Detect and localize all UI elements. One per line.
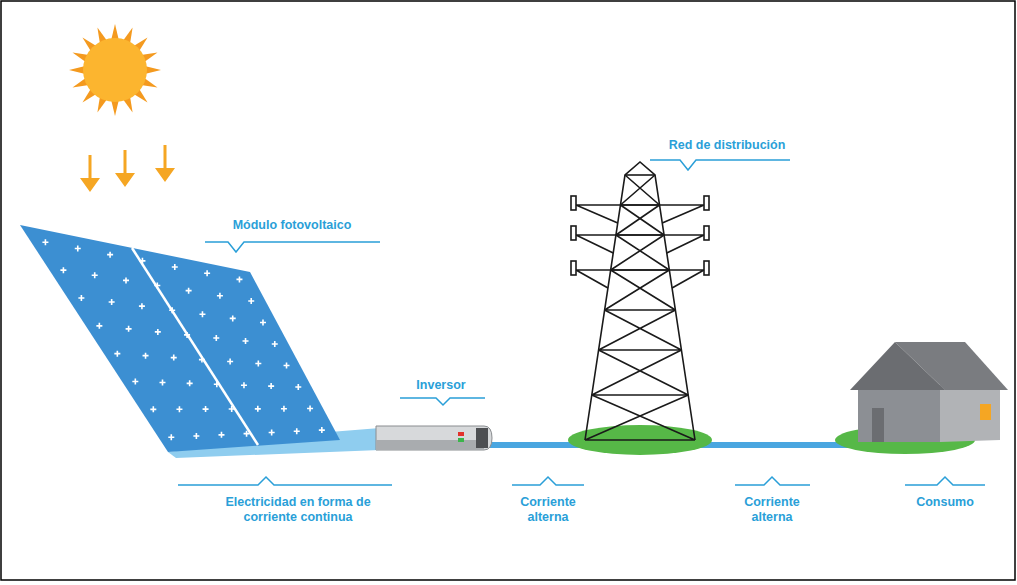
- callout-label: Electricidad en forma de corriente conti…: [206, 495, 391, 525]
- sun: [69, 24, 161, 116]
- callout-label: Corriente alterna: [508, 495, 588, 525]
- ac-cable: [690, 442, 850, 448]
- callout-label: Módulo fotovoltaico: [207, 218, 377, 233]
- callout-label: Corriente alterna: [732, 495, 812, 525]
- callout-label: Red de distribución: [642, 138, 812, 153]
- panel-divider: [132, 248, 258, 445]
- house: [835, 342, 1008, 454]
- transmission-tower: [571, 162, 709, 440]
- callout-label: Inversor: [396, 378, 486, 393]
- callout-label: Consumo: [905, 495, 985, 510]
- callout-brackets: [178, 160, 985, 485]
- sunlight-arrows: [80, 145, 175, 192]
- solar-panel: [20, 225, 340, 452]
- inverter: [376, 426, 492, 450]
- panel-cells: [42, 239, 324, 440]
